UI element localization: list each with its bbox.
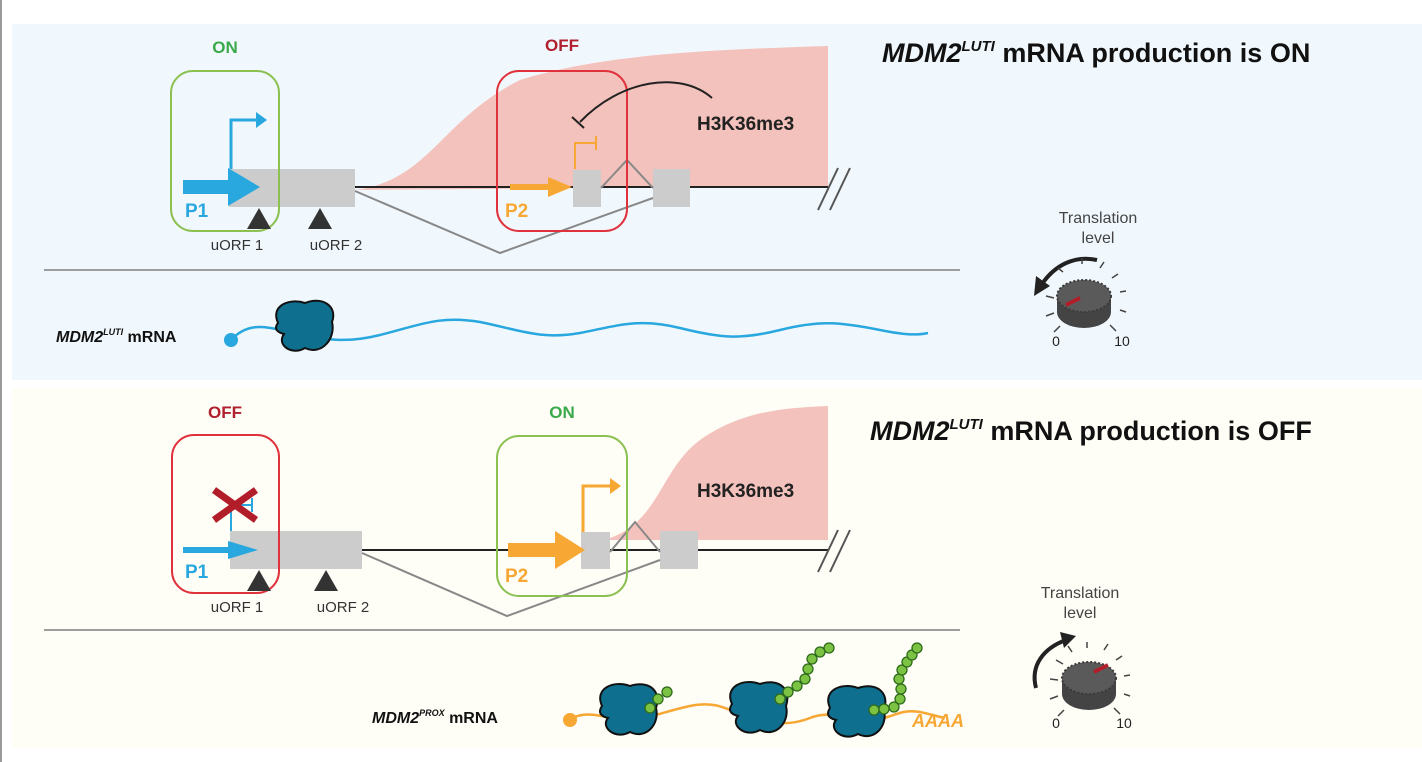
mrna-gene: MDM2 [372,710,419,727]
blocked-x-icon [211,487,259,523]
p2-tss-arrow [581,484,612,532]
p2-label: P2 [505,201,528,222]
dial-arrow-head [1060,632,1076,648]
p2-tss-blocked [574,142,596,169]
p1-status-box [170,70,280,232]
title-gene: MDM2 [882,38,962,68]
p2-status-label: ON [549,403,575,422]
p1-status-label: ON [212,38,238,57]
panel-bottom: OFF P1 uORF 1 uORF 2 ON P2 H3K36me3 MDM2… [12,388,1422,748]
uorf1-marker [247,208,271,229]
panel-top-title: MDM2LUTI mRNA production is ON [882,38,1310,68]
p1-status-label: OFF [208,403,242,422]
dial-title-2: level [1064,605,1097,622]
dial-indicator [1065,296,1081,307]
break-mark-1 [817,167,839,211]
mrna-rest: mRNA [123,329,177,346]
p1-arrow-head [228,168,260,206]
dial-direction-arrow [1040,256,1098,286]
p2-arrow-head [548,177,572,197]
ribosome-2 [729,642,835,734]
mrna-rest: mRNA [445,710,499,727]
break-mark-2 [829,167,851,211]
dial-knob-top [1056,279,1112,313]
mrna-label-top: MDM2LUTI mRNA [56,327,177,346]
p1-arrow-head [228,541,258,559]
dial-ticks [1045,258,1127,333]
dial-min-label: 0 [1052,333,1060,349]
inhibition-bar [571,116,585,129]
title-rest: mRNA production is OFF [983,416,1312,446]
title-sup: LUTI [962,38,996,55]
exon-2 [573,170,601,207]
inhibition-curve [579,81,713,123]
p2-arrow-shaft [510,184,550,190]
title-sup: LUTI [950,416,984,433]
dial-arrow-head [1034,276,1050,296]
p1-arrow-shaft [183,547,233,553]
p2-arrow-shaft [508,543,558,557]
dial-title-2: level [1082,230,1115,247]
translation-dial-top: Translation level 0 10 [1034,210,1137,349]
exon-2 [581,532,610,569]
p1-arrow-shaft [183,180,233,194]
h3k36me3-label: H3K36me3 [697,114,794,135]
dial-direction-arrow [1032,638,1067,689]
mrna-sup: LUTI [103,327,123,337]
ribosome [275,299,335,352]
splice-prox [609,520,661,553]
p2-status-box [496,70,628,232]
ribosome-1 [599,683,673,736]
exon-3 [660,531,698,569]
h3k36me3-label: H3K36me3 [697,481,794,502]
panel-top: ON P1 uORF 1 uORF 2 OFF P2 H3K36me3 MDM2… [12,24,1422,380]
dial-max-label: 10 [1114,333,1130,349]
p1-status-box [171,434,280,594]
peptide-chain-2 [774,642,835,705]
translation-dial-bottom: Translation level 0 10 [1032,585,1132,731]
p2-arrow-head [555,531,585,569]
p1-tss-head [256,112,267,128]
dial-ticks [1049,642,1131,717]
p2-label: P2 [505,566,528,587]
break-mark-1 [817,529,839,573]
h3k36me3-region [355,46,828,190]
uorf2-marker [314,570,338,591]
mrna-label-bottom: MDM2PROX mRNA [372,708,498,727]
peptide-chain-3 [868,642,923,716]
splice-luti [361,552,661,618]
ribosome-3 [827,642,923,738]
splice-luti [354,190,654,255]
dial-title-1: Translation [1059,210,1138,227]
peptide-chain-1 [644,686,673,714]
title-gene: MDM2 [870,416,950,446]
p2-status-label: OFF [545,36,579,55]
break-mark-2 [829,529,851,573]
p1-label: P1 [185,201,209,222]
p1-tss-arrow [229,118,258,169]
uorf2-label: uORF 2 [317,599,370,616]
h3k36me3-region [610,406,828,540]
dial-max-label: 10 [1116,715,1132,731]
mrna-sup: PROX [419,708,446,718]
title-rest: mRNA production is ON [995,38,1311,68]
uorf1-marker [247,570,271,591]
mrna-gene: MDM2 [56,329,103,346]
uorf2-marker [308,208,332,229]
uorf1-label: uORF 1 [211,599,264,616]
dial-min-label: 0 [1052,715,1060,731]
p2-status-box [496,435,628,597]
dial-title-1: Translation [1041,585,1120,602]
uorf2-label: uORF 2 [310,237,363,254]
dial-indicator [1093,663,1109,674]
p2-tss-head [610,478,621,494]
polya-tail-label: AAAA [911,711,964,731]
p1-label: P1 [185,562,209,583]
exon-3 [653,169,690,207]
dial-knob-top [1061,661,1117,695]
uorf1-label: uORF 1 [211,237,264,254]
panel-bottom-title: MDM2LUTI mRNA production is OFF [870,416,1312,446]
